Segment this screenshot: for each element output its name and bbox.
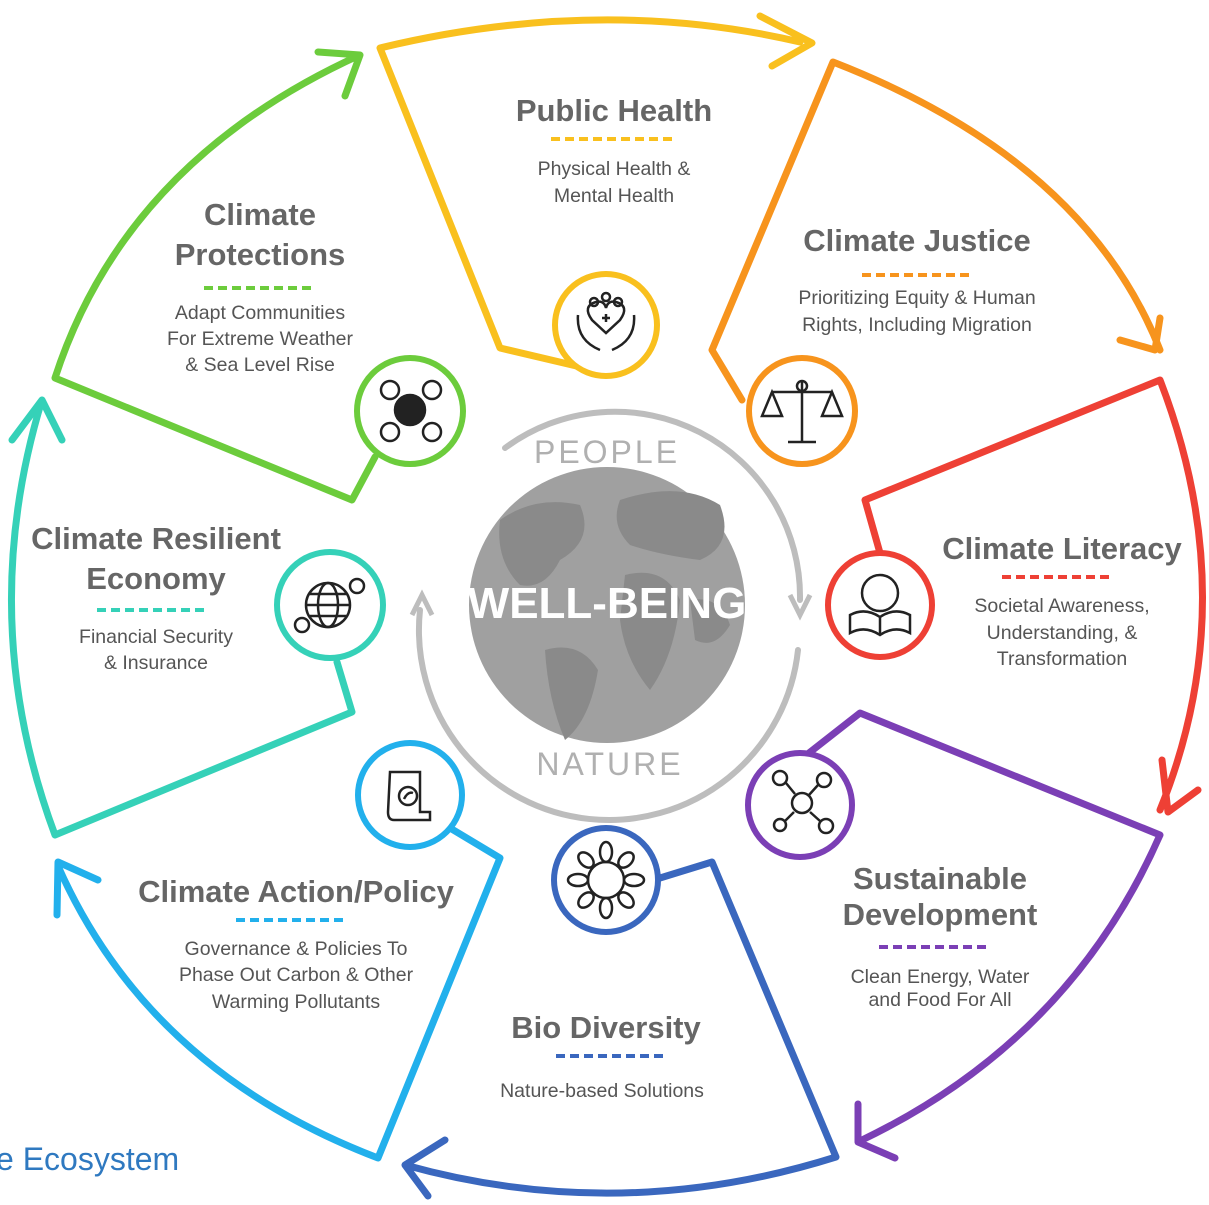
public-health-desc-1: Physical Health & [538,158,691,180]
center-label: WELL-BEING [468,579,747,628]
climate-protections-desc-1: Adapt Communities [175,302,345,324]
center-globe: WELL-BEING PEOPLE NATURE [409,408,813,824]
climate-justice-icon-group [746,355,858,467]
heart-care-hands-icon [576,291,636,352]
climate-literacy-title: Climate Literacy [942,531,1182,566]
climate-protections-title-2: Protections [175,237,346,272]
climate-justice-arrow [708,58,1164,404]
climate-protections-arrow [51,48,379,504]
globe-book-icon [848,573,912,637]
bio-diversity-arrow [401,858,840,1200]
people-network-icon [771,769,835,835]
climate-resilient-economy-arrow [7,396,356,839]
climate-protections-icon-group [354,355,466,467]
climate-action-title: Climate Action/Policy [138,874,455,909]
climate-justice-desc-2: Rights, Including Migration [802,314,1032,336]
bio-diversity-desc-1: Nature-based Solutions [500,1080,704,1102]
policy-scroll-icon [386,770,432,822]
climate-resilient-economy-desc-1: Financial Security [79,626,233,648]
public-health-arrow [376,12,816,376]
climate-resilient-economy-title-2: Economy [86,561,226,596]
climate-resilient-economy-desc-2: & Insurance [104,652,208,674]
climate-protections-title-1: Climate [204,197,316,232]
climate-literacy-icon-group [825,550,935,660]
climate-protections-label: Climate Protections Adapt Communities Fo… [167,197,354,376]
icon-circles [274,271,935,935]
climate-resilient-economy-title-1: Climate Resilient [31,521,281,556]
people-ring [502,408,804,603]
sustainable-development-arrow [796,709,1164,1162]
public-health-icon-group [552,271,660,379]
climate-literacy-desc-3: Transformation [997,648,1127,670]
climate-action-desc-2: Phase Out Carbon & Other [179,964,414,986]
sustainable-development-label: Sustainable Development Clean Energy, Wa… [843,861,1038,1011]
sustainable-development-icon-group [745,750,855,860]
sustainable-development-desc-2: and Food For All [868,989,1011,1011]
climate-resilient-economy-label: Climate Resilient Economy Financial Secu… [31,521,281,674]
leafy-globe-icon [566,840,646,920]
sustainable-development-title-2: Development [843,897,1038,932]
nature-ring [415,607,801,824]
nature-ring-arrowhead [409,589,435,617]
public-health-label: Public Health Physical Health & Mental H… [516,93,712,207]
climate-justice-title: Climate Justice [803,223,1030,258]
nature-label: NATURE [536,746,683,782]
climate-literacy-arrow [861,376,1206,816]
globe-currency-icon [293,577,366,634]
bio-diversity-icon-group [551,825,661,935]
climate-protections-desc-2: For Extreme Weather [167,328,354,350]
climate-action-desc-1: Governance & Policies To [185,938,408,960]
globe-continents [499,491,730,740]
climate-justice-desc-1: Prioritizing Equity & Human [798,287,1035,309]
sustainable-development-desc-1: Clean Energy, Water [851,966,1030,988]
bio-diversity-label: Bio Diversity Nature-based Solutions [500,1010,704,1102]
people-ring-arrowhead [787,593,813,621]
balance-scale-icon [760,379,844,444]
climate-action-icon-group [355,740,465,850]
footer-caption: e Ecosystem [0,1141,179,1177]
climate-literacy-desc-1: Societal Awareness, [974,595,1149,617]
bio-diversity-title: Bio Diversity [511,1010,701,1045]
climate-action-desc-3: Warming Pollutants [212,991,381,1013]
climate-action-label: Climate Action/Policy Governance & Polic… [138,874,455,1013]
public-health-title: Public Health [516,93,712,128]
earth-weather-icon [379,379,443,443]
sustainable-development-title-1: Sustainable [853,861,1027,896]
climate-resilient-economy-icon-group [274,549,386,661]
climate-literacy-desc-2: Understanding, & [987,622,1138,644]
climate-protections-desc-3: & Sea Level Rise [185,354,335,376]
climate-literacy-label: Climate Literacy Societal Awareness, Und… [942,531,1182,670]
people-label: PEOPLE [534,434,680,470]
climate-justice-label: Climate Justice Prioritizing Equity & Hu… [798,223,1035,336]
public-health-desc-2: Mental Health [554,185,674,207]
segment-arrows [7,12,1206,1200]
climate-action-arrow [53,818,504,1162]
